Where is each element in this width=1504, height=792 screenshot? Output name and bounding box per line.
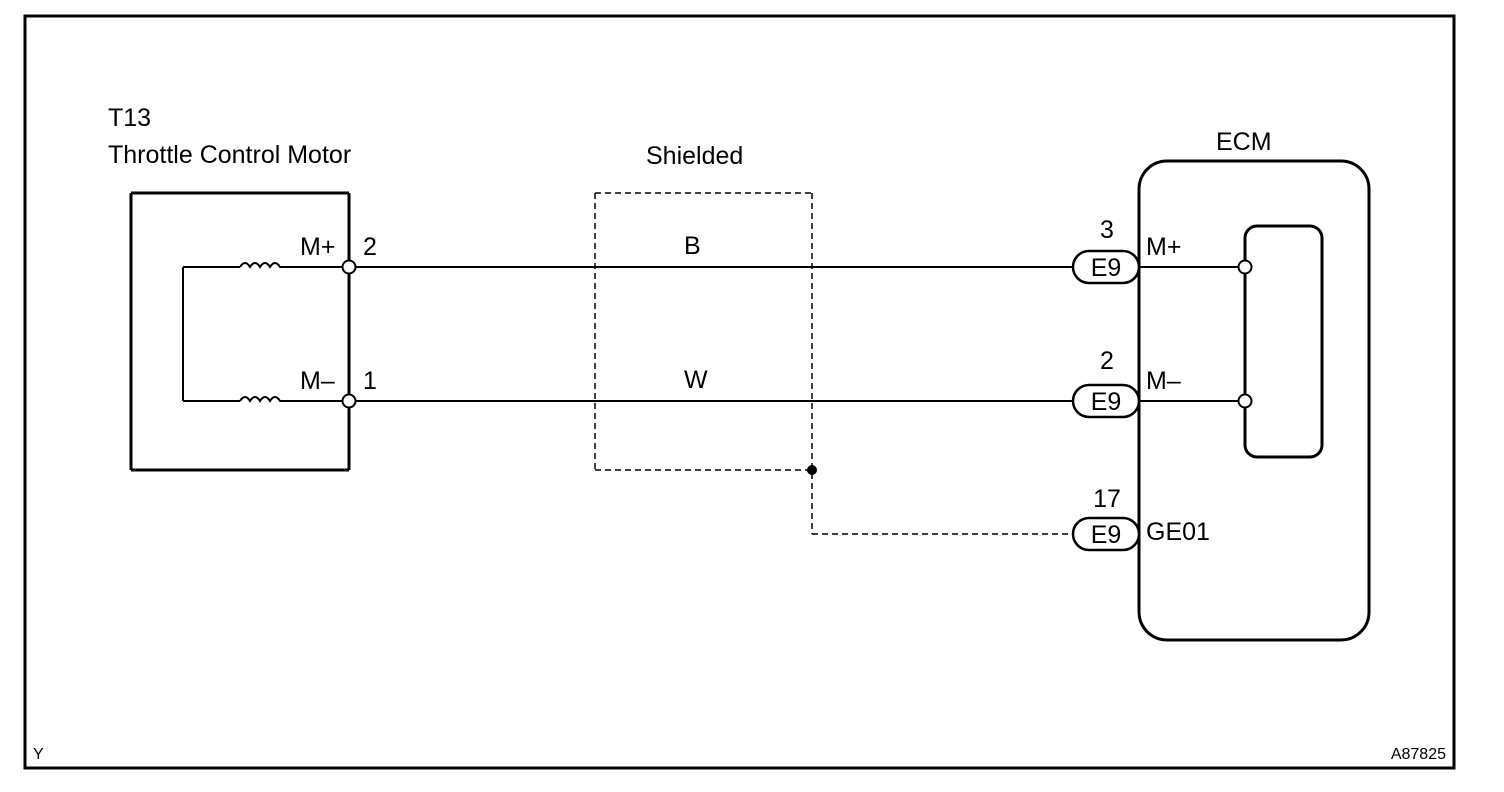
ecm-terminal-top <box>1237 259 1253 275</box>
ecm-connector-m-minus-terminal: M– <box>1146 367 1181 395</box>
coil-bottom-icon <box>239 396 282 403</box>
ecm-connector-ge01: E9 17 GE01 <box>1071 485 1210 552</box>
wire-bottom-color: W <box>684 366 708 394</box>
ecm-terminal-bottom <box>1237 393 1253 409</box>
ecm-label: ECM <box>1216 128 1272 156</box>
ecm-connector-m-plus-pin: 3 <box>1100 216 1114 244</box>
footer-figure-id: A87825 <box>1391 746 1446 763</box>
wire-top-color: B <box>684 232 701 260</box>
ecm-connector-m-minus-pin: 2 <box>1100 347 1114 375</box>
ecm-connector-m-minus-id: E9 <box>1091 388 1122 416</box>
ecm-connector-ge01-pin: 17 <box>1093 485 1121 513</box>
ecm-connector-m-plus-id: E9 <box>1091 254 1122 282</box>
motor-pin-bottom-label: M– <box>300 367 335 395</box>
shield-label: Shielded <box>646 142 743 170</box>
motor-terminal-bottom <box>341 393 357 409</box>
coil-top-icon <box>239 262 282 269</box>
shield-box <box>594 192 1073 535</box>
motor-box <box>129 191 351 472</box>
ecm-connector-ge01-id: E9 <box>1091 521 1122 549</box>
motor-winding <box>182 262 342 403</box>
ecm-connector-m-plus-terminal: M+ <box>1146 233 1181 261</box>
diagram-frame <box>23 14 1456 770</box>
motor-pin-bottom-number: 1 <box>363 367 377 395</box>
motor-id: T13 <box>108 104 151 132</box>
shield-junction-dot <box>807 465 817 475</box>
ecm-connector-m-minus: E9 2 M– <box>1071 347 1181 419</box>
ecm-connector-ge01-terminal: GE01 <box>1146 518 1210 546</box>
motor-pin-top-number: 2 <box>363 233 377 261</box>
motor-pin-top-label: M+ <box>300 233 335 261</box>
footer-left-label: Y <box>33 746 44 763</box>
motor-name: Throttle Control Motor <box>108 141 351 169</box>
ecm-inner-box <box>1243 224 1324 459</box>
ecm-connector-m-plus: E9 3 M+ <box>1071 216 1181 285</box>
motor-terminal-top <box>341 259 357 275</box>
